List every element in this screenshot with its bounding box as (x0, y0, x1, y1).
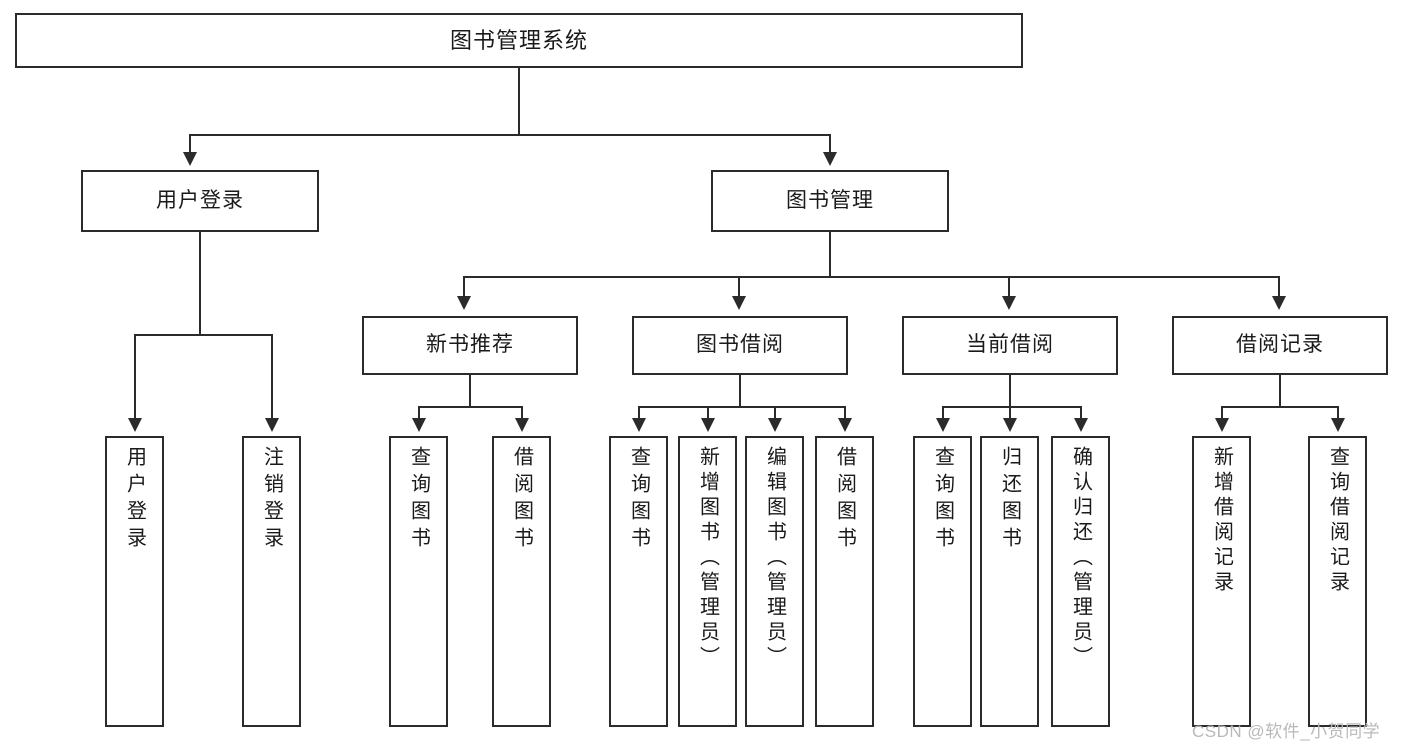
leaf-edit-book[interactable]: 编辑图书（管理员） (745, 436, 804, 727)
node-label: 查询图书 (931, 446, 954, 554)
leaf-add-book[interactable]: 新增图书（管理员） (678, 436, 737, 727)
arrow-root-to-book-management (823, 152, 837, 166)
leaf-borrow-book-1[interactable]: 借阅图书 (492, 436, 551, 727)
connector-cb-branch-3 (1080, 406, 1082, 420)
arrow-to-leaf-confirm-return (1074, 418, 1088, 432)
node-label: 借阅记录 (1236, 333, 1324, 357)
arrow-to-leaf-borrow-book-2 (838, 418, 852, 432)
arrow-to-leaf-add-record (1215, 418, 1229, 432)
arrow-to-current-borrow (1002, 296, 1016, 310)
connector-root-stem (518, 68, 520, 135)
arrow-to-leaf-query-book-3 (936, 418, 950, 432)
leaf-query-record[interactable]: 查询借阅记录 (1308, 436, 1367, 727)
connector-book-management-bar (463, 276, 1280, 278)
arrow-to-leaf-borrow-book-1 (515, 418, 529, 432)
node-book-management[interactable]: 图书管理 (711, 170, 949, 232)
connector-bm-branch-3 (1008, 276, 1010, 298)
arrow-root-to-user-login (183, 152, 197, 166)
connector-cb-branch-2 (1009, 406, 1011, 420)
node-label: 借阅图书 (510, 446, 533, 554)
arrow-to-leaf-edit-book (768, 418, 782, 432)
connector-cb-branch-1 (942, 406, 944, 420)
connector-bm-branch-2 (738, 276, 740, 298)
leaf-query-book-1[interactable]: 查询图书 (389, 436, 448, 727)
watermark-text: CSDN @软件_小贺同学 (1192, 722, 1381, 741)
connector-root-to-user-login (189, 134, 191, 154)
arrow-to-leaf-return-book (1003, 418, 1017, 432)
node-label: 借阅图书 (833, 446, 856, 554)
connector-nbr-stem (469, 375, 471, 407)
connector-nbr-branch-1 (418, 406, 420, 420)
arrow-to-leaf-logout (265, 418, 279, 432)
connector-root-bar (189, 134, 830, 136)
arrow-to-leaf-query-book-1 (412, 418, 426, 432)
node-label: 图书管理 (786, 188, 874, 212)
node-book-management-system[interactable]: 图书管理系统 (15, 13, 1023, 68)
node-new-book-recommend[interactable]: 新书推荐 (362, 316, 578, 375)
leaf-confirm-return[interactable]: 确认归还（管理员） (1051, 436, 1110, 727)
connector-bm-branch-1 (463, 276, 465, 298)
leaf-logout[interactable]: 注销登录 (242, 436, 301, 727)
node-current-borrow[interactable]: 当前借阅 (902, 316, 1118, 375)
node-label: 查询借阅记录 (1326, 446, 1349, 596)
connector-br-branch-1 (1221, 406, 1223, 420)
leaf-borrow-book-2[interactable]: 借阅图书 (815, 436, 874, 727)
arrow-to-book-borrow (732, 296, 746, 310)
connector-nbr-bar (418, 406, 522, 408)
node-label: 查询图书 (627, 446, 650, 554)
connector-user-login-branch-1 (134, 334, 136, 420)
node-label: 查询图书 (407, 446, 430, 554)
arrow-to-leaf-query-record (1331, 418, 1345, 432)
connector-book-management-stem (829, 232, 831, 277)
node-label: 归还图书 (998, 446, 1021, 554)
arrow-to-leaf-query-book-2 (632, 418, 646, 432)
connector-nbr-branch-2 (521, 406, 523, 420)
connector-br-branch-2 (1337, 406, 1339, 420)
leaf-return-book[interactable]: 归还图书 (980, 436, 1039, 727)
arrow-to-leaf-add-book (701, 418, 715, 432)
node-label: 新书推荐 (426, 333, 514, 357)
arrow-to-leaf-user-login (128, 418, 142, 432)
connector-user-login-stem (199, 232, 201, 335)
connector-bb-branch-1 (638, 406, 640, 420)
leaf-user-login[interactable]: 用户登录 (105, 436, 164, 727)
node-label: 图书管理系统 (449, 27, 588, 53)
leaf-add-record[interactable]: 新增借阅记录 (1192, 436, 1251, 727)
connector-br-bar (1221, 406, 1338, 408)
connector-bb-branch-2 (707, 406, 709, 420)
connector-user-login-branch-2 (271, 334, 273, 420)
node-label: 注销登录 (260, 446, 283, 554)
connector-bm-branch-4 (1278, 276, 1280, 298)
node-label: 图书借阅 (696, 333, 784, 357)
connector-cb-bar (942, 406, 1081, 408)
node-book-borrow[interactable]: 图书借阅 (632, 316, 848, 375)
node-label: 新增图书（管理员） (696, 446, 719, 671)
connector-cb-stem (1009, 375, 1011, 407)
arrow-to-borrow-record (1272, 296, 1286, 310)
connector-root-to-book-management (829, 134, 831, 154)
node-borrow-record[interactable]: 借阅记录 (1172, 316, 1388, 375)
connector-bb-bar (638, 406, 845, 408)
leaf-query-book-3[interactable]: 查询图书 (913, 436, 972, 727)
connector-bb-stem (739, 375, 741, 407)
node-label: 新增借阅记录 (1210, 446, 1233, 596)
node-label: 当前借阅 (966, 333, 1054, 357)
connector-user-login-bar (134, 334, 273, 336)
node-label: 用户登录 (123, 446, 146, 554)
node-label: 用户登录 (156, 188, 244, 212)
connector-br-stem (1279, 375, 1281, 407)
node-label: 确认归还（管理员） (1069, 446, 1092, 671)
node-user-login[interactable]: 用户登录 (81, 170, 319, 232)
leaf-query-book-2[interactable]: 查询图书 (609, 436, 668, 727)
node-label: 编辑图书（管理员） (763, 446, 786, 671)
connector-bb-branch-3 (774, 406, 776, 420)
connector-bb-branch-4 (844, 406, 846, 420)
arrow-to-new-book-recommend (457, 296, 471, 310)
